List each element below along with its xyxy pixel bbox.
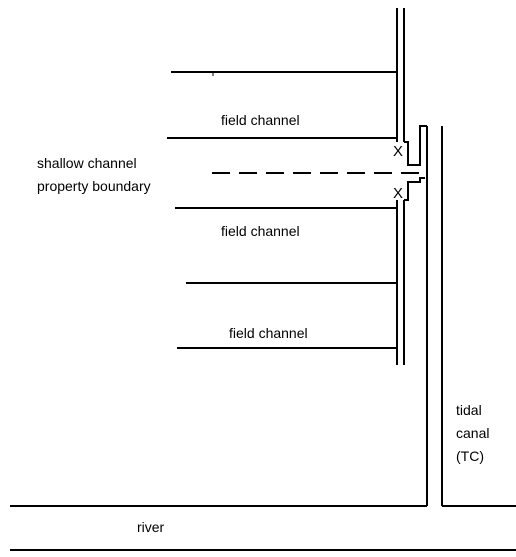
field-channel-label-middle: field channel	[221, 223, 300, 239]
tidal-canal-label-line1: tidal	[456, 402, 482, 418]
field-channel-label-top: field channel	[221, 112, 300, 128]
shallow-channel-label: shallow channel	[37, 155, 137, 171]
shallow-channel-lower-bank	[404, 177, 425, 201]
property-boundary-label: property boundary	[37, 178, 151, 194]
river-label: river	[137, 519, 165, 535]
gate-mark-lower: X	[393, 185, 404, 202]
field-channel-label-bottom: field channel	[229, 325, 308, 341]
tidal-canal-label-line3: (TC)	[456, 448, 484, 464]
shallow-channel-upper-bank	[404, 125, 427, 166]
tidal-canal-label-line2: canal	[456, 425, 490, 441]
gate-mark-upper: X	[393, 143, 404, 160]
